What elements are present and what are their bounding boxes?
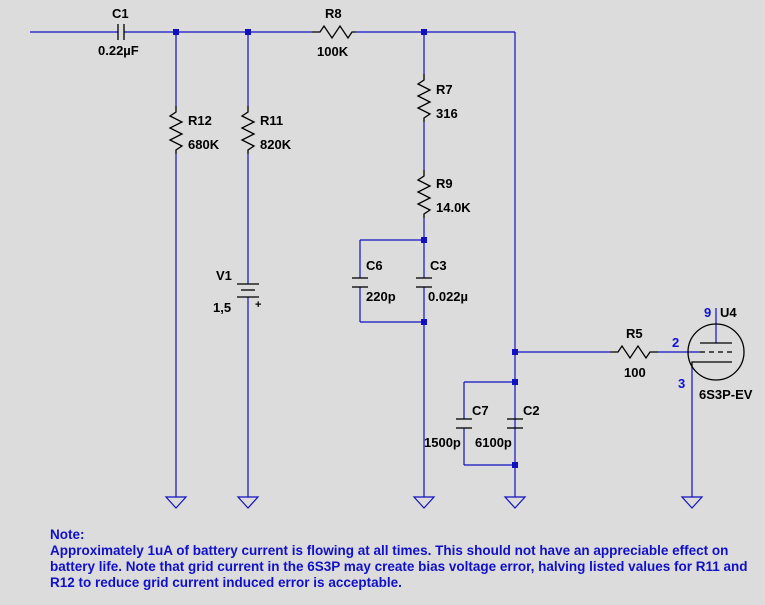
r5-ref: R5	[626, 326, 643, 341]
ground-symbols	[164, 496, 704, 509]
u4-pin-cathode: 3	[678, 376, 685, 391]
u4-pin-grid: 2	[672, 335, 679, 350]
ground-icon	[164, 496, 188, 509]
c2-value: 6100p	[475, 435, 512, 450]
junction-dots	[173, 29, 518, 468]
r5-value: 100	[624, 365, 646, 380]
c2-ref: C2	[523, 403, 540, 418]
c3-value: 0.022µ	[428, 289, 468, 304]
triode-tube-icon	[687, 323, 745, 381]
v1-polarity: +	[255, 299, 261, 311]
u4-pin-plate: 9	[704, 305, 711, 320]
u4-ref: U4	[720, 305, 737, 320]
r8-value: 100K	[317, 44, 349, 59]
c1-ref: C1	[112, 6, 129, 21]
v1-value: 1,5	[213, 300, 231, 315]
r7-ref: R7	[436, 82, 453, 97]
r8-ref: R8	[325, 6, 342, 21]
r7-value: 316	[436, 106, 458, 121]
component-symbols	[117, 24, 658, 429]
ground-icon	[236, 496, 260, 509]
r11-ref: R11	[260, 113, 283, 128]
ground-icon	[412, 496, 436, 509]
r12-ref: R12	[188, 113, 212, 128]
r11-value: 820K	[260, 137, 292, 152]
r9-ref: R9	[436, 176, 453, 191]
c6-ref: C6	[366, 258, 383, 273]
note-title: Note:	[50, 527, 85, 542]
c6-value: 220p	[366, 289, 396, 304]
u4-value: 6S3P-EV	[699, 387, 753, 402]
c3-ref: C3	[430, 258, 447, 273]
c7-value: 1500p	[424, 435, 461, 450]
r12-value: 680K	[188, 137, 220, 152]
ground-icon	[680, 496, 704, 509]
c1-value: 0.22µF	[98, 43, 139, 58]
note-block: Note: Approximately 1uA of battery curre…	[50, 527, 755, 591]
v1-ref: V1	[216, 268, 232, 283]
ground-icon	[503, 496, 527, 509]
note-body: Approximately 1uA of battery current is …	[50, 543, 748, 590]
r9-value: 14.0K	[436, 200, 471, 215]
c7-ref: C7	[472, 403, 489, 418]
wires	[30, 31, 717, 497]
